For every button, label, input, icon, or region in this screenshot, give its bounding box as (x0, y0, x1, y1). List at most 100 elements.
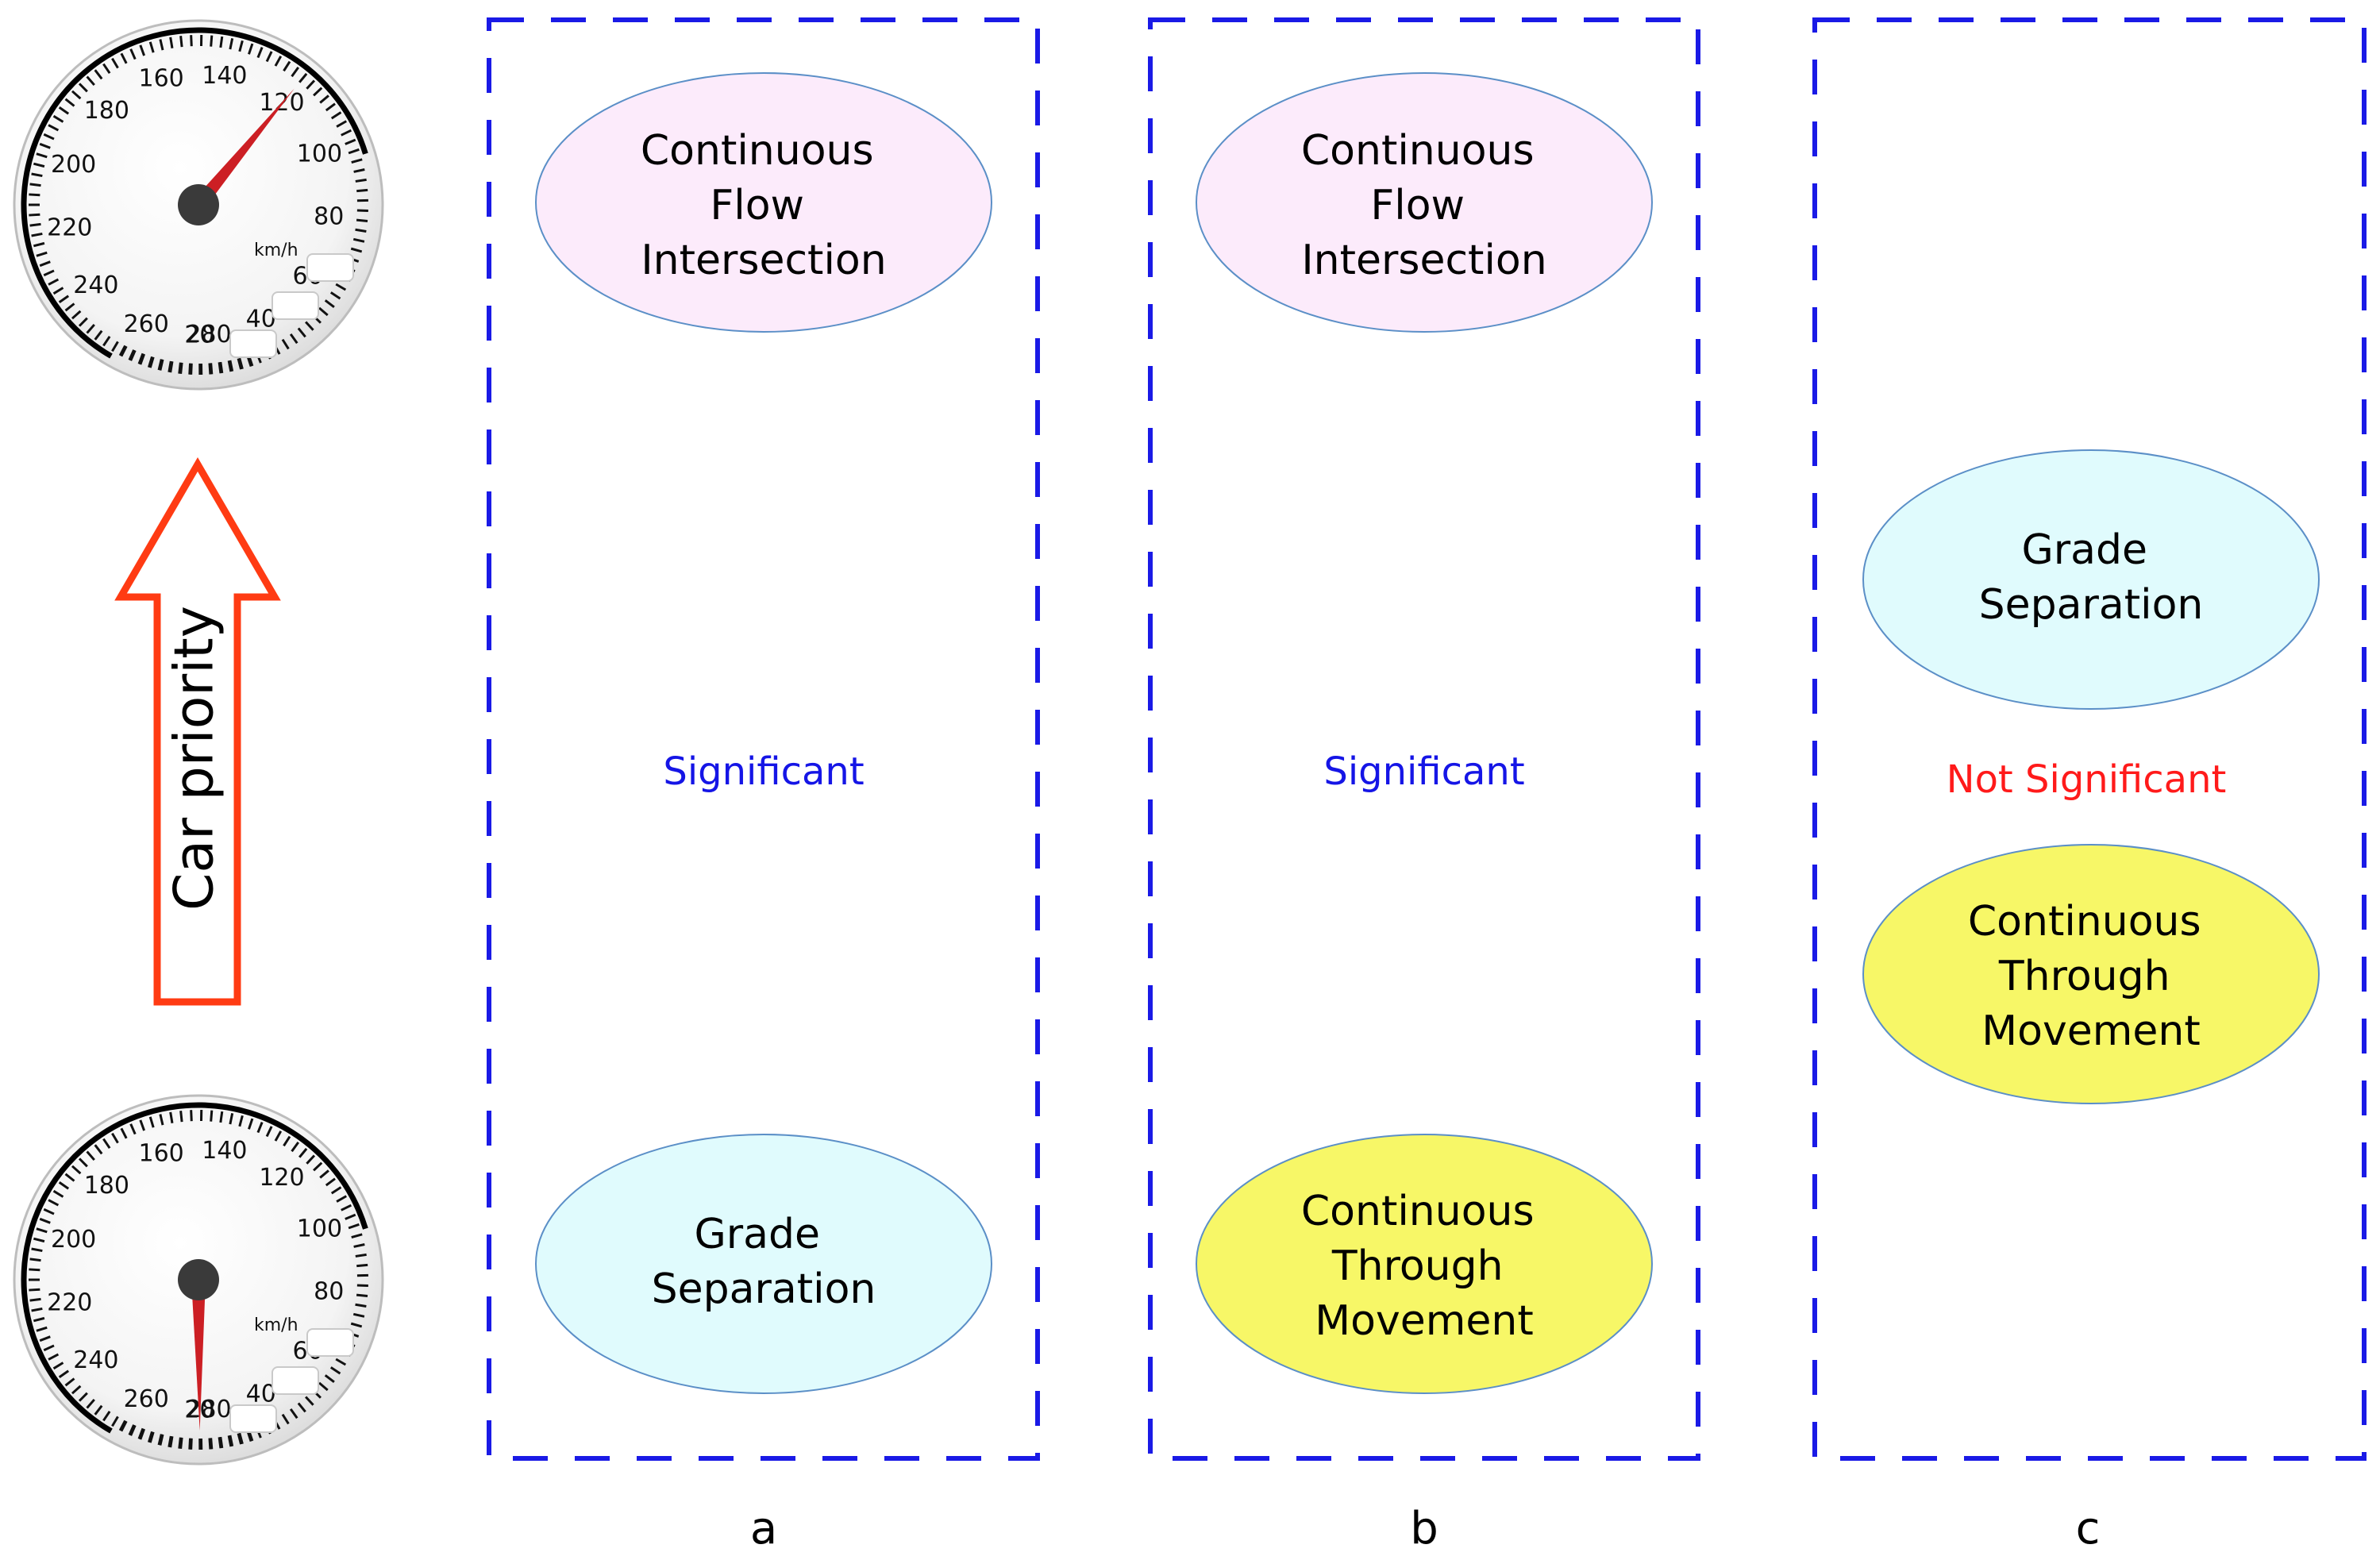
gauge-tick-high (169, 37, 174, 48)
gauge-tick-low (345, 1213, 356, 1220)
gauge-tick-high (248, 43, 254, 55)
panel-a: Continuous Flow Intersection Significant… (487, 17, 1040, 1554)
gauge-tick-high (159, 359, 164, 371)
gauge-tick-low (325, 1177, 336, 1187)
gauge-tick-label-high: 280 (186, 321, 231, 349)
gauge-scale-arc-high (21, 27, 368, 359)
gauge-tick-high (58, 295, 70, 303)
gauge-tick-low (256, 1122, 264, 1134)
gauge-tick-low (190, 1438, 193, 1450)
gauge-tick-high (94, 69, 103, 80)
gauge-tick-label-high: 240 (73, 272, 118, 299)
gauge-tick-high (43, 133, 55, 141)
gauge-odometer-box-high (272, 291, 319, 320)
gauge-tick-label-high: 80 (314, 202, 344, 230)
gauge-tick-label-low: 220 (47, 1289, 92, 1317)
gauge-tick-low (129, 1424, 137, 1436)
gauge-tick-low (179, 1437, 183, 1449)
gauge-tick-low (58, 1181, 70, 1190)
panel-a-significance: Significant (663, 749, 864, 794)
gauge-tick-high (318, 306, 329, 317)
gauge-tick-low (336, 1195, 347, 1203)
gauge-tick-high (102, 335, 111, 347)
gauge-tick-high (345, 138, 356, 145)
panel-b-caption: b (1410, 1503, 1438, 1554)
gauge-tick-high (330, 111, 342, 120)
gauge-tick-high (120, 52, 128, 64)
panel-b-top-ellipse (1196, 72, 1653, 333)
gauge-tick-low (43, 1344, 55, 1352)
gauge-odometer-box-high (229, 329, 277, 358)
gauge-tick-low (324, 1374, 335, 1383)
gauge-tick-high (128, 349, 136, 361)
gauge-tick-low (29, 1258, 41, 1262)
gauge-tick-low (227, 1435, 233, 1447)
gauge-tick-high (29, 222, 41, 227)
gauge-tick-high (190, 363, 193, 375)
gauge-tick-low (33, 1316, 45, 1323)
gauge-tick-low (102, 1138, 111, 1150)
gauge-tick-low (148, 1116, 155, 1128)
gauge-tick-label-low: 100 (297, 1215, 342, 1242)
gauge-tick-label-high: 260 (124, 310, 169, 338)
gauge-tick-high (129, 48, 137, 60)
gauge-tick-low (351, 1233, 363, 1238)
gauge-tick-high (168, 360, 172, 373)
gauge-tick-low (283, 1135, 291, 1147)
gauge-tick-label-low: 80 (314, 1277, 344, 1305)
gauge-tick-low (238, 1432, 244, 1445)
gauge-tick-low (229, 1435, 234, 1447)
gauge-tick-low (58, 1369, 70, 1378)
gauge-tick-low (159, 1114, 164, 1126)
gauge-tick-high (219, 361, 224, 374)
gauge-tick-high (139, 44, 146, 56)
gauge-odometer-box-low (306, 1328, 354, 1357)
gauge-tick-low (178, 1437, 182, 1449)
gauge-tick-high (298, 72, 308, 83)
panel-b-bottom-ellipse (1196, 1134, 1653, 1394)
gauge-tick-high (78, 317, 88, 327)
gauge-tick-high (39, 260, 51, 268)
gauge-tick-high (129, 349, 137, 361)
gauge-tick-label-high: 220 (47, 214, 92, 242)
gauge-tick-low (169, 1111, 174, 1123)
gauge-tick-high (306, 79, 316, 90)
gauge-tick-low (29, 1297, 41, 1302)
gauge-tick-high (238, 357, 244, 370)
gauge-tick-high (329, 291, 341, 300)
gauge-tick-high (281, 338, 290, 350)
gauge-tick-high (137, 352, 144, 364)
panel-a-caption: a (750, 1503, 777, 1554)
panel-c-top-ellipse (1862, 449, 2320, 710)
gauge-tick-low (39, 1217, 51, 1224)
gauge-tick-low (297, 1402, 306, 1413)
gauge-tick-low (330, 1186, 342, 1195)
gauge-tick-low (86, 1398, 95, 1409)
gauge-hub-high (178, 184, 219, 225)
panel-b-top-label: Continuous Flow Intersection (1301, 127, 1547, 284)
gauge-tick-high (58, 106, 70, 115)
gauge-tick-low (78, 1157, 88, 1168)
panel-a-bottom-label: Grade Separation (652, 1211, 876, 1313)
gauge-tick-high (356, 188, 368, 193)
gauge-tick-label-low: 160 (139, 1139, 184, 1167)
gauge-tick-high (265, 51, 273, 63)
gauge-tick-high (355, 178, 367, 183)
gauge-tick-high (111, 57, 119, 69)
gauge-odometer-box-low (229, 1404, 277, 1433)
gauge-tick-high (102, 63, 111, 75)
gauge-tick-label-low: 280 (186, 1396, 231, 1423)
gauge-tick-high (36, 251, 48, 257)
gauge-tick-high (86, 75, 95, 87)
gauge-tick-high (31, 172, 43, 178)
gauge-tick-label-low: 140 (202, 1137, 247, 1165)
panel-b-bottom-label: Continuous Through Movement (1301, 1188, 1547, 1345)
gauge-tick-low (188, 1438, 192, 1450)
gauge-tick-low (179, 1111, 183, 1123)
gauge-tick-high (36, 152, 48, 159)
gauge-tick-low (355, 1303, 367, 1308)
gauge-tick-label-low: 240 (73, 1346, 118, 1374)
gauge-tick-high (48, 278, 60, 286)
gauge-tick-low (94, 1144, 103, 1155)
car-priority-arrow: Car priority (114, 457, 281, 1006)
